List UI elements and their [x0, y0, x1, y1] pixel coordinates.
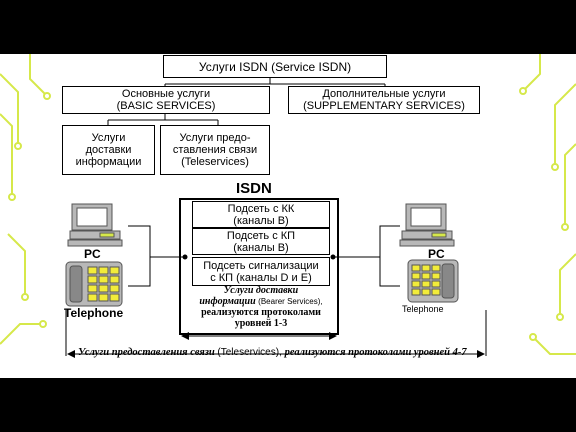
supplementary-services-line1: Дополнительные услуги	[322, 88, 446, 100]
bearer-services-line2: доставки	[85, 144, 132, 156]
bearer-note-line2a: информации	[199, 296, 259, 307]
teleservices-note-part2: (Teleservices),	[217, 347, 285, 358]
subnet-kk-line2: (каналы В)	[233, 214, 289, 227]
basic-services-box: Основные услуги (BASIC SERVICES)	[62, 86, 270, 114]
bearer-note-line3: реализуются протоколами	[201, 307, 321, 318]
bearer-services-line1: Услуги	[91, 132, 126, 144]
subnet-signal-line1: Подсеть сигнализации	[203, 259, 319, 272]
subnet-kk-line1: Подсеть с КК	[227, 202, 295, 215]
subnet-kk-box: Подсеть с КК (каналы В)	[192, 201, 330, 228]
tree-connectors	[107, 78, 386, 125]
network-links	[128, 225, 400, 287]
bearer-services-box: Услуги доставки информации	[62, 125, 155, 175]
left-telephone-label: Telephone	[64, 306, 124, 320]
link-node-right	[330, 254, 336, 260]
telephone-left-icon	[65, 261, 123, 307]
right-pc-label: PC	[428, 247, 445, 261]
service-isdn-title: Услуги ISDN (Service ISDN)	[198, 59, 352, 74]
teleservices-note: Услуги предоставления связи (Teleservice…	[78, 346, 467, 358]
bearer-note-line2b: (Bearer Services),	[258, 297, 323, 306]
subnet-kp-line2: (каналы В)	[233, 241, 289, 254]
teleservices-line1: Услуги предо-	[179, 132, 251, 144]
left-pc-label: PC	[84, 247, 101, 261]
teleservices-note-part1: Услуги предоставления связи	[78, 347, 218, 358]
circuit-decoration-left	[0, 54, 51, 345]
teleservices-box: Услуги предо- ставления связи (Teleservi…	[160, 125, 270, 175]
subnet-kp-box: Подсеть с КП (каналы В)	[192, 228, 330, 255]
slide: Услуги ISDN (Service ISDN) Основные услу…	[0, 54, 576, 378]
bearer-services-line3: информации	[75, 156, 142, 168]
subnet-signal-line2: с КП (каналы D и Е)	[210, 271, 312, 284]
bearer-note: Услуги доставки информации (Bearer Servi…	[192, 285, 330, 329]
diagram-canvas	[0, 54, 576, 358]
supplementary-services-box: Дополнительные услуги (SUPPLEMENTARY SER…	[288, 86, 480, 114]
isdn-label: ISDN	[236, 180, 272, 197]
basic-services-line2: (BASIC SERVICES)	[116, 100, 216, 112]
teleservices-note-part3: реализуются протоколами уровней 4-7	[284, 347, 467, 358]
bearer-note-line4: уровней 1-3	[234, 318, 288, 329]
link-node-left	[182, 254, 188, 260]
teleservices-line3: (Teleservices)	[181, 156, 249, 168]
pc-left-icon	[67, 203, 123, 247]
circuit-decoration-right	[519, 54, 576, 355]
service-isdn-box: Услуги ISDN (Service ISDN)	[163, 55, 387, 78]
telephone-right-icon	[407, 259, 459, 303]
bearer-note-line2: информации (Bearer Services),	[192, 296, 330, 307]
basic-services-line1: Основные услуги	[121, 88, 211, 100]
teleservices-line2: ставления связи	[172, 144, 258, 156]
subnet-signal-box: Подсеть сигнализации с КП (каналы D и Е)	[192, 257, 330, 286]
subnet-kp-line1: Подсеть с КП	[226, 229, 296, 242]
right-telephone-label: Telephone	[402, 304, 444, 314]
pc-right-icon	[399, 203, 455, 247]
bearer-note-line1: Услуги доставки	[223, 285, 299, 296]
supplementary-services-line2: (SUPPLEMENTARY SERVICES)	[303, 100, 465, 112]
